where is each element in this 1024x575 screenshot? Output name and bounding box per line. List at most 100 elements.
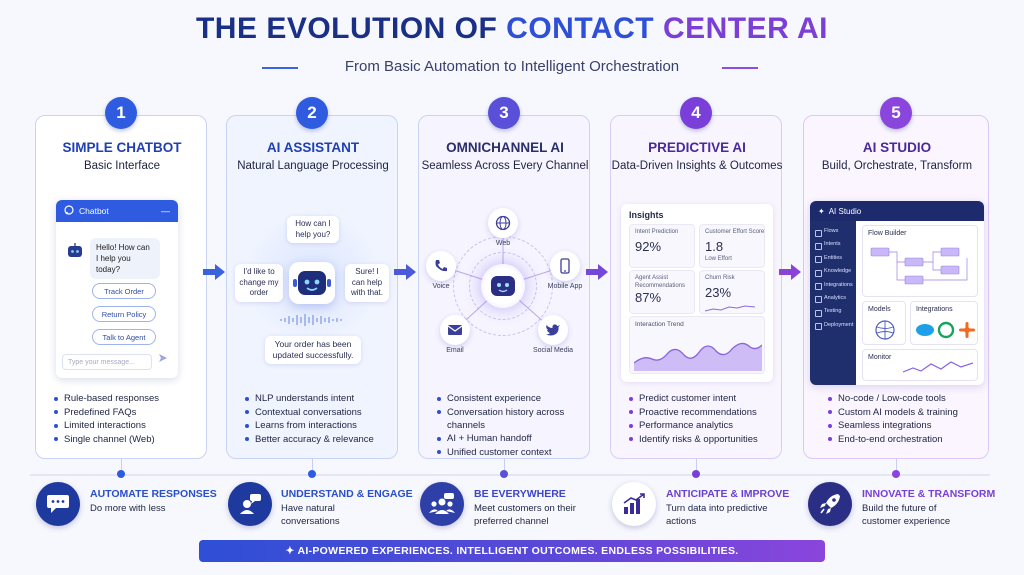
stage-bullets: NLP understands intent Contextual conver…: [245, 392, 395, 446]
metric-sub: Low Effort: [705, 256, 732, 262]
rocket-icon: [808, 482, 852, 526]
group-icon: [420, 482, 464, 526]
integrations-label: Integrations: [916, 306, 953, 313]
robot-icon: [66, 242, 84, 265]
stage-title: PREDICTIVE AI: [648, 140, 746, 155]
stage-card-4: PREDICTIVE AI Data-Driven Insights & Out…: [610, 115, 782, 459]
bullet-item: Unified customer context: [437, 446, 587, 459]
metric-label: Customer Effort Score: [705, 229, 765, 235]
sidebar-item-intents[interactable]: Intents: [810, 238, 856, 251]
sparkline: [705, 305, 755, 312]
timeline-dot: [892, 470, 900, 478]
outcome-desc: Turn data into predictive actions: [666, 503, 768, 527]
brain-icon: [875, 320, 895, 340]
minimize-icon[interactable]: —: [161, 206, 170, 216]
stage-number-3: 3: [488, 97, 520, 129]
sidebar-item-deployment[interactable]: Deployment: [810, 319, 856, 332]
timeline-connector: [312, 459, 313, 472]
speech-bubble: Your order has been updated successfully…: [265, 336, 361, 364]
sidebar-item-testing[interactable]: Testing: [810, 305, 856, 318]
metric-value: 23%: [705, 285, 732, 300]
monitor-panel: Monitor: [862, 349, 978, 381]
sidebar-item-integrations[interactable]: Integrations: [810, 279, 856, 292]
stage-card-5: AI STUDIO Build, Orchestrate, Transform …: [803, 115, 989, 459]
trend-area-chart: [634, 342, 762, 371]
quick-reply-button[interactable]: Talk to Agent: [92, 329, 156, 345]
stage-bullets: No-code / Low-code tools Custom AI model…: [828, 392, 978, 446]
bar-chart-icon: [612, 482, 656, 526]
bullet-item: No-code / Low-code tools: [828, 392, 978, 405]
arrow-right-icon: [203, 263, 225, 281]
chat-bubble-icon: [36, 482, 80, 526]
stage-subtitle: Seamless Across Every Channel: [421, 160, 589, 172]
timeline-dot: [117, 470, 125, 478]
people-chat-icon: [228, 482, 272, 526]
metric-card: Intent Prediction 92%: [629, 224, 695, 268]
bullet-item: Predefined FAQs: [54, 406, 204, 419]
metric-label: Intent Prediction: [635, 229, 679, 235]
stage-number-2: 2: [296, 97, 328, 129]
timeline-connector: [896, 459, 897, 472]
timeline-line: [30, 474, 990, 476]
chatbot-header: Chatbot —: [56, 200, 178, 222]
arrow-right-icon: [779, 263, 801, 281]
email-icon: [440, 315, 470, 345]
quick-reply-button[interactable]: Return Policy: [92, 306, 156, 322]
outcome-title: AUTOMATE RESPONSES: [90, 488, 217, 500]
bullet-item: Limited interactions: [54, 419, 204, 432]
flow-diagram: [870, 247, 968, 285]
arrow-right-icon: [394, 263, 416, 281]
tagline-banner: ✦ AI-POWERED EXPERIENCES. INTELLIGENT OU…: [199, 540, 825, 562]
bullet-item: Custom AI models & training: [828, 406, 978, 419]
flow-builder-label: Flow Builder: [868, 230, 907, 237]
globe-icon: [488, 208, 518, 238]
bullet-item: NLP understands intent: [245, 392, 395, 405]
monitor-chart: [903, 361, 973, 373]
sidebar-item-knowledge[interactable]: Knowledge: [810, 265, 856, 278]
bullet-item: Seamless integrations: [828, 419, 978, 432]
models-panel: Models: [862, 301, 906, 345]
metric-card: Churn Risk 23%: [699, 270, 765, 314]
stage-bullets: Consistent experience Conversation histo…: [437, 392, 587, 459]
sidebar-item-analytics[interactable]: Analytics: [810, 292, 856, 305]
bot-greeting: Hello! How can I help you today?: [90, 238, 160, 279]
bullet-item: Performance analytics: [629, 419, 779, 432]
bullet-item: Learns from interactions: [245, 419, 395, 432]
stage-subtitle: Build, Orchestrate, Transform: [821, 160, 973, 172]
channel-label: Social Media: [532, 347, 574, 354]
timeline-dot: [692, 470, 700, 478]
studio-header-label: AI Studio: [828, 206, 862, 216]
quick-reply-button[interactable]: Track Order: [92, 283, 156, 299]
channel-label: Voice: [432, 283, 450, 290]
bullet-item: Better accuracy & relevance: [245, 433, 395, 446]
message-input[interactable]: Type your message...: [62, 354, 152, 370]
stage-subtitle: Natural Language Processing: [237, 160, 389, 172]
flow-builder-panel: Flow Builder: [862, 225, 978, 297]
bullet-item: Rule-based responses: [54, 392, 204, 405]
outcome-desc: Meet customers on their preferred channe…: [474, 503, 576, 527]
sidebar-item-entities[interactable]: Entities: [810, 252, 856, 265]
metric-label: Agent Assist Recommendations: [635, 275, 686, 289]
insights-title: Insights: [629, 210, 664, 220]
title-part-2: CONTACT: [506, 12, 655, 45]
channel-label: Email: [446, 347, 464, 354]
integrations-panel: Integrations: [910, 301, 978, 345]
bullet-item: Proactive recommendations: [629, 406, 779, 419]
bullet-item: Contextual conversations: [245, 406, 395, 419]
ai-hub-robot-icon: [481, 264, 525, 308]
stage-card-2: AI ASSISTANT Natural Language Processing…: [226, 115, 398, 459]
stage-title: OMNICHANNEL AI: [446, 140, 564, 155]
outcome-desc: Do more with less: [90, 503, 166, 514]
robot-icon: [289, 262, 335, 304]
studio-sidebar: Flows Intents Entities Knowledge Integra…: [810, 221, 856, 385]
stage-title: SIMPLE CHATBOT: [62, 140, 182, 155]
insights-dashboard: Insights Intent Prediction 92% Customer …: [621, 204, 773, 382]
stage-bullets: Predict customer intent Proactive recomm…: [629, 392, 779, 446]
metric-value: 1.8: [705, 239, 724, 254]
bullet-item: End-to-end orchestration: [828, 433, 978, 446]
send-icon[interactable]: [158, 350, 168, 368]
voice-wave-icon: [279, 313, 347, 332]
outcome-desc: Build the future of customer experience: [862, 503, 951, 527]
trend-panel: Interaction Trend: [629, 316, 765, 374]
sidebar-item-flows[interactable]: Flows: [810, 225, 856, 238]
